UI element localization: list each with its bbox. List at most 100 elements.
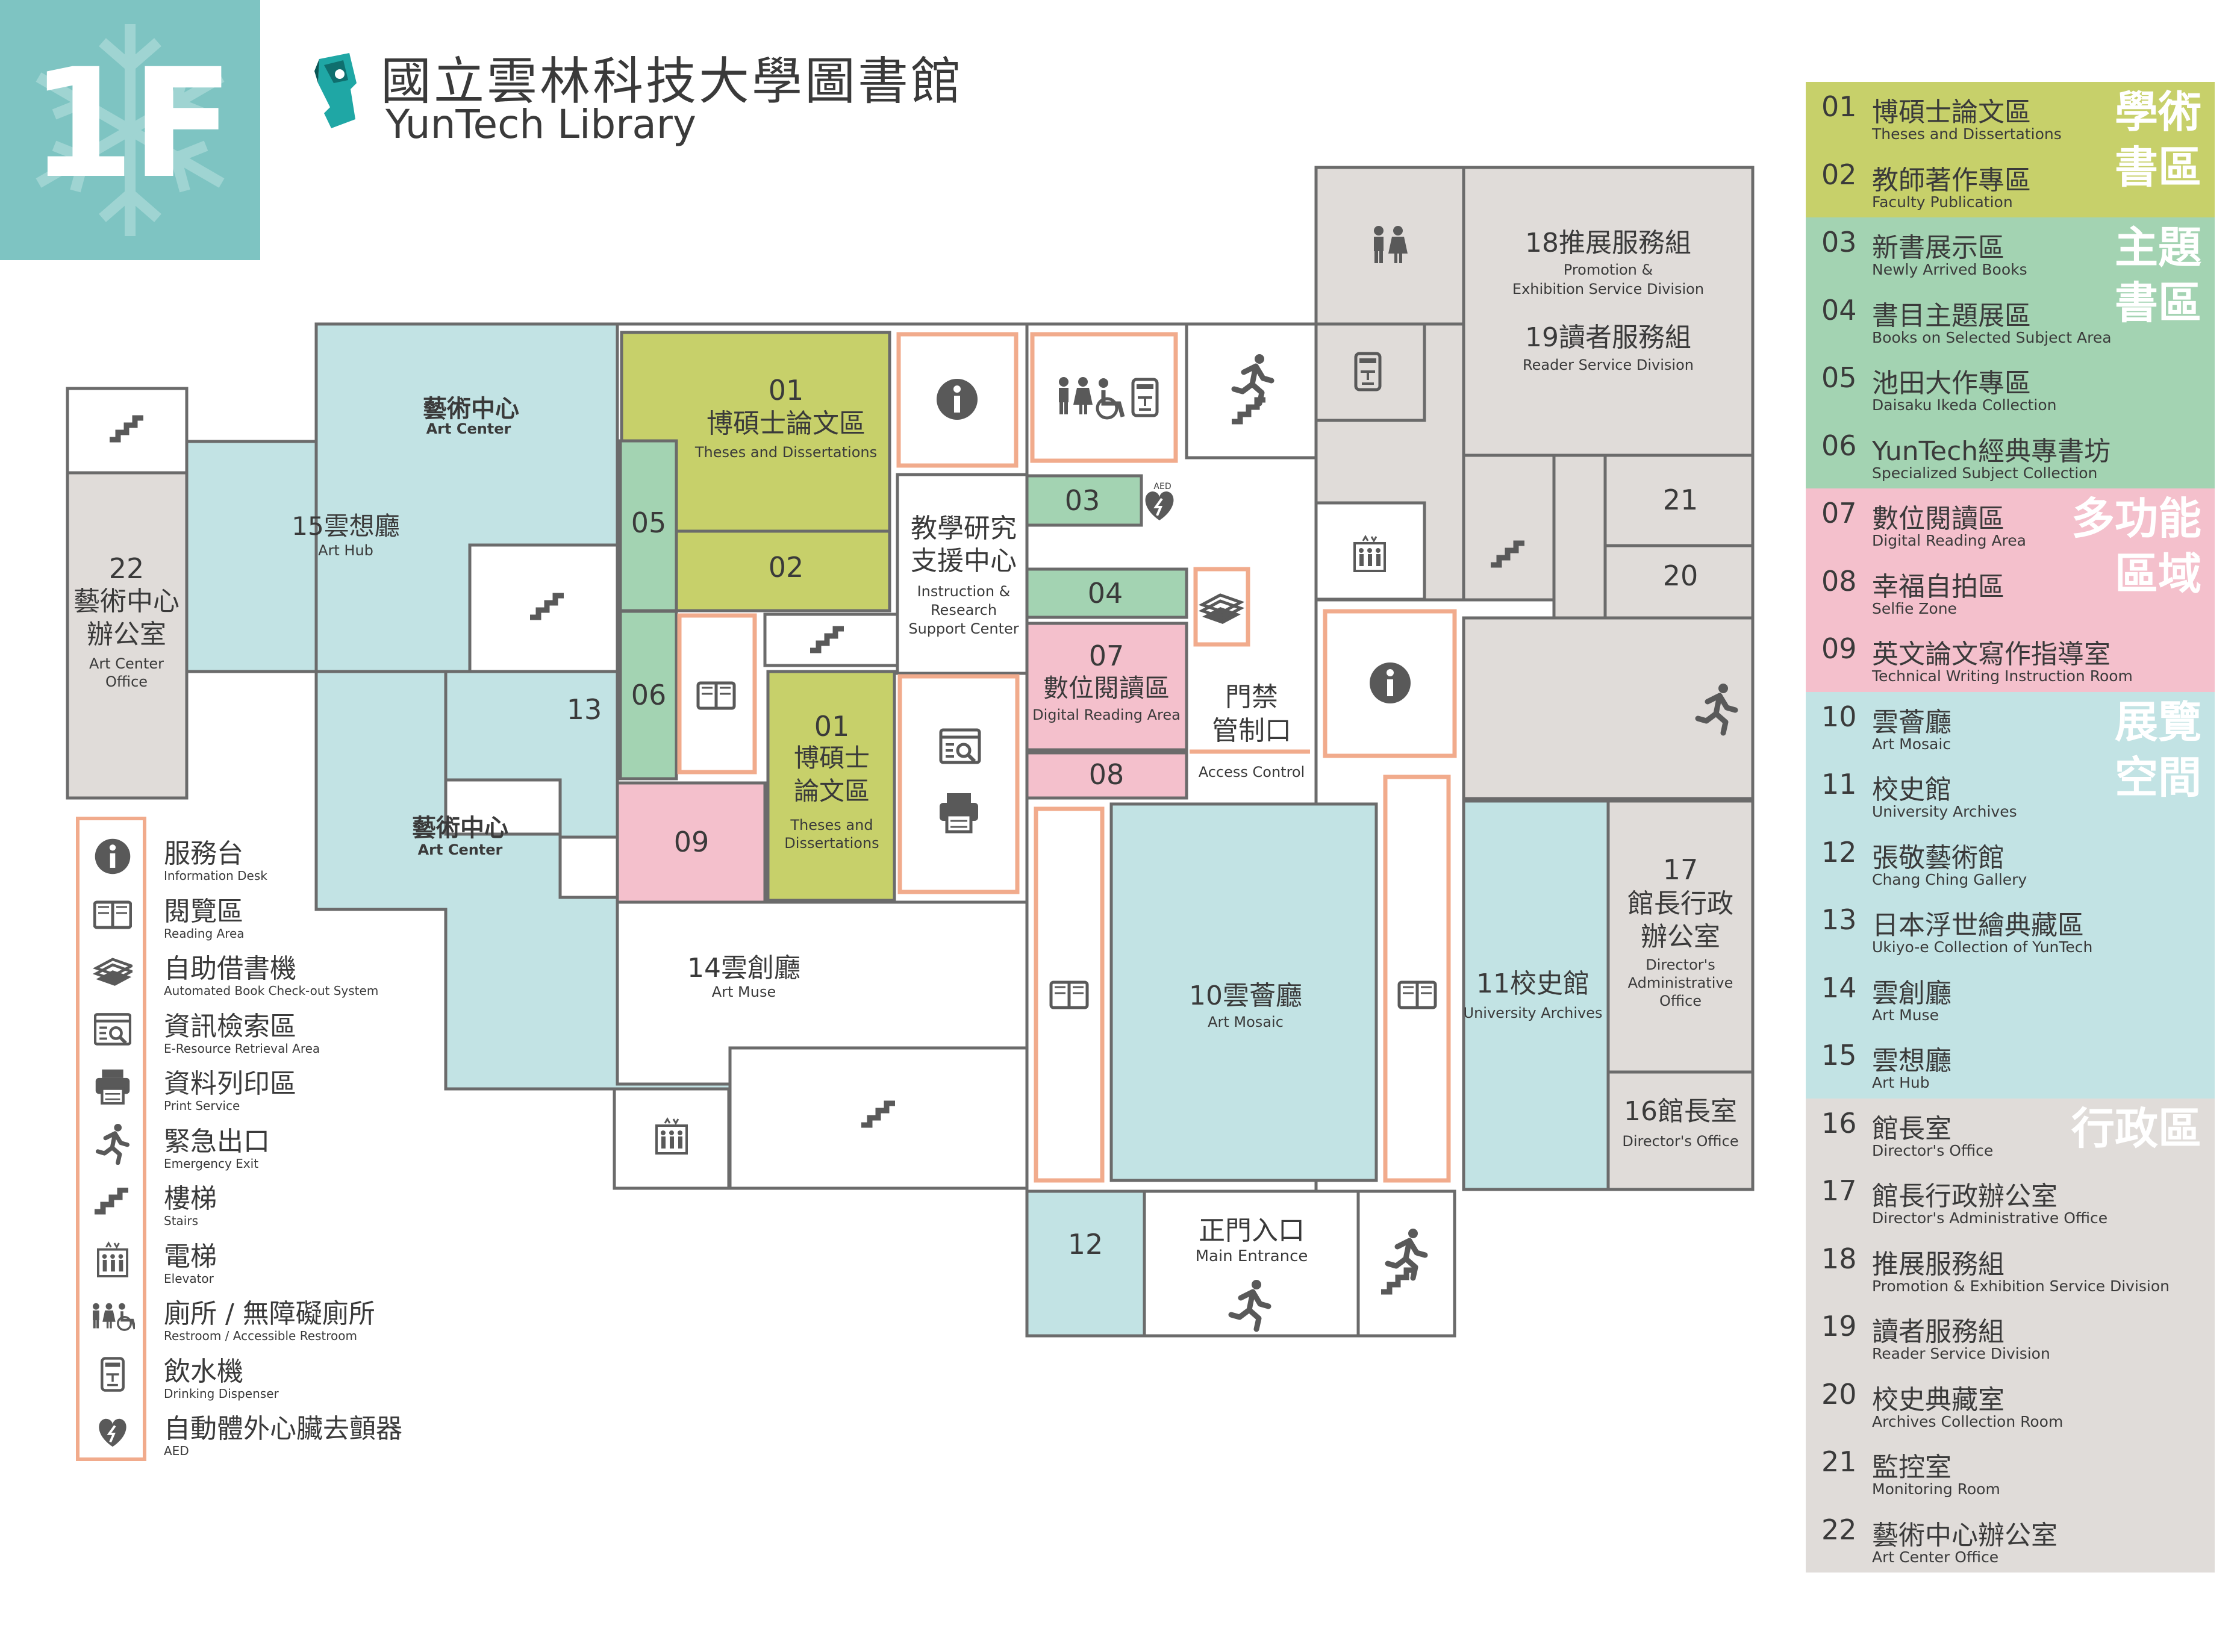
label-04: 04: [1088, 577, 1123, 609]
index-name-en: Art Muse: [1872, 1006, 1939, 1024]
reading-box-left: [1034, 806, 1105, 1183]
index-number: 06: [1821, 429, 1857, 462]
index-name-en: Promotion & Exhibition Service Division: [1872, 1277, 2170, 1295]
label-16-en: Director's Office: [1622, 1133, 1738, 1150]
index-name-zh: 館長室: [1872, 1113, 1951, 1144]
reading-box-right: [1383, 775, 1451, 1183]
emergency-exit-room-right: [1462, 616, 1755, 800]
zone-band: 學術書區: [1806, 82, 2215, 217]
label-01-top-en: Theses and Dissertations: [694, 444, 877, 461]
label-20: 20: [1663, 559, 1699, 592]
book-icon: [1399, 982, 1435, 1008]
index-number: 02: [1821, 158, 1857, 191]
label-access-zh2: 管制口: [1212, 715, 1291, 746]
label-art-hub-en: Art Hub: [318, 542, 373, 559]
index-number: 05: [1821, 361, 1857, 394]
index-number: 11: [1821, 768, 1857, 800]
legend-label-zh: 緊急出口: [164, 1126, 270, 1157]
index-name-zh: 張敬藝術館: [1872, 842, 2004, 873]
index-name-zh: 校史館: [1872, 775, 1951, 805]
index-name-en: Art Mosaic: [1872, 735, 1951, 753]
label-17-en3: Office: [1659, 993, 1702, 1009]
label-17-en1: Director's: [1646, 956, 1715, 973]
index-name-zh: 讀者服務組: [1872, 1317, 2004, 1347]
label-01-top-num: 01: [769, 374, 804, 407]
legend-label-en: AED: [164, 1444, 189, 1458]
restroom-icon: [90, 1294, 135, 1339]
label-17-zh2: 辦公室: [1641, 921, 1720, 952]
label-entrance-en: Main Entrance: [1196, 1247, 1308, 1265]
room-01-theses-low: [766, 670, 896, 902]
index-name-zh: 校史典藏室: [1872, 1384, 2004, 1415]
label-entrance-zh: 正門入口: [1199, 1215, 1305, 1246]
zone-band: 多功能區域: [1806, 488, 2215, 692]
floor-label: 1F: [30, 36, 234, 211]
label-aed-small: AED: [1153, 482, 1171, 491]
room-irsc: [896, 473, 1029, 675]
label-irsc-zh1: 教學研究: [911, 513, 1017, 544]
library-logo-icon: [314, 53, 357, 128]
zone-label: 學術書區: [2115, 84, 2201, 195]
zone-band: 行政區: [1806, 1098, 2215, 1573]
zone-label-line2: 書區: [2114, 142, 2201, 193]
room-10-art-mosaic: [1109, 802, 1378, 1182]
index-name-en: Books on Selected Subject Area: [1872, 328, 2112, 346]
index-name-zh: 幸福自拍區: [1872, 571, 2004, 602]
legend-label-zh: 飲水機: [164, 1356, 243, 1387]
index-name-en: Theses and Dissertations: [1872, 125, 2062, 143]
index-name-zh: 數位閱讀區: [1872, 503, 2004, 534]
label-07-zh: 數位閱讀區: [1043, 673, 1170, 703]
emergency-stairs-bottom: [1356, 1189, 1456, 1338]
retrieval-print-box: [897, 674, 1020, 894]
index-name-zh: 推展服務組: [1872, 1248, 2004, 1280]
label-17-en2: Administrative: [1628, 974, 1733, 991]
room-03: [1025, 474, 1143, 527]
index-number: 22: [1821, 1513, 1857, 1546]
label-archives-en: University Archives: [1464, 1005, 1603, 1021]
label-irsc-en3: Support Center: [908, 620, 1019, 637]
info-icon: [1370, 662, 1411, 703]
zone-label: 多功能區域: [2071, 491, 2201, 602]
label-01-low-zh1: 博碩士: [794, 743, 870, 773]
label-03: 03: [1065, 484, 1100, 517]
label-art-mosaic-zh: 10雲薈廳: [1189, 980, 1302, 1011]
emergency-exit-icon: [90, 1122, 135, 1167]
index-name-en: Faculty Publication: [1872, 193, 2013, 211]
zone-label-line2: 區域: [2114, 549, 2201, 599]
label-art-hub-zh: 15雲想廳: [292, 511, 399, 541]
room-17: [1606, 799, 1755, 1074]
index-number: 16: [1821, 1106, 1857, 1139]
index-number: 20: [1821, 1377, 1857, 1410]
label-art-center-bottom-zh: 藝術中心: [412, 814, 508, 842]
label-16-zh: 16館長室: [1624, 1096, 1737, 1127]
label-02: 02: [769, 551, 804, 584]
room-18-19: [1462, 166, 1755, 457]
index-name-zh: 新書展示區: [1872, 232, 2004, 263]
index-name-en: Ukiyo-e Collection of YunTech: [1872, 938, 2093, 956]
info-icon: [937, 379, 978, 420]
index-name-en: University Archives: [1872, 803, 2017, 820]
label-01-low-en2: Dissertations: [784, 835, 879, 852]
label-18-zh: 18推展服務組: [1525, 228, 1691, 258]
legend-label-en: Reading Area: [164, 926, 245, 941]
